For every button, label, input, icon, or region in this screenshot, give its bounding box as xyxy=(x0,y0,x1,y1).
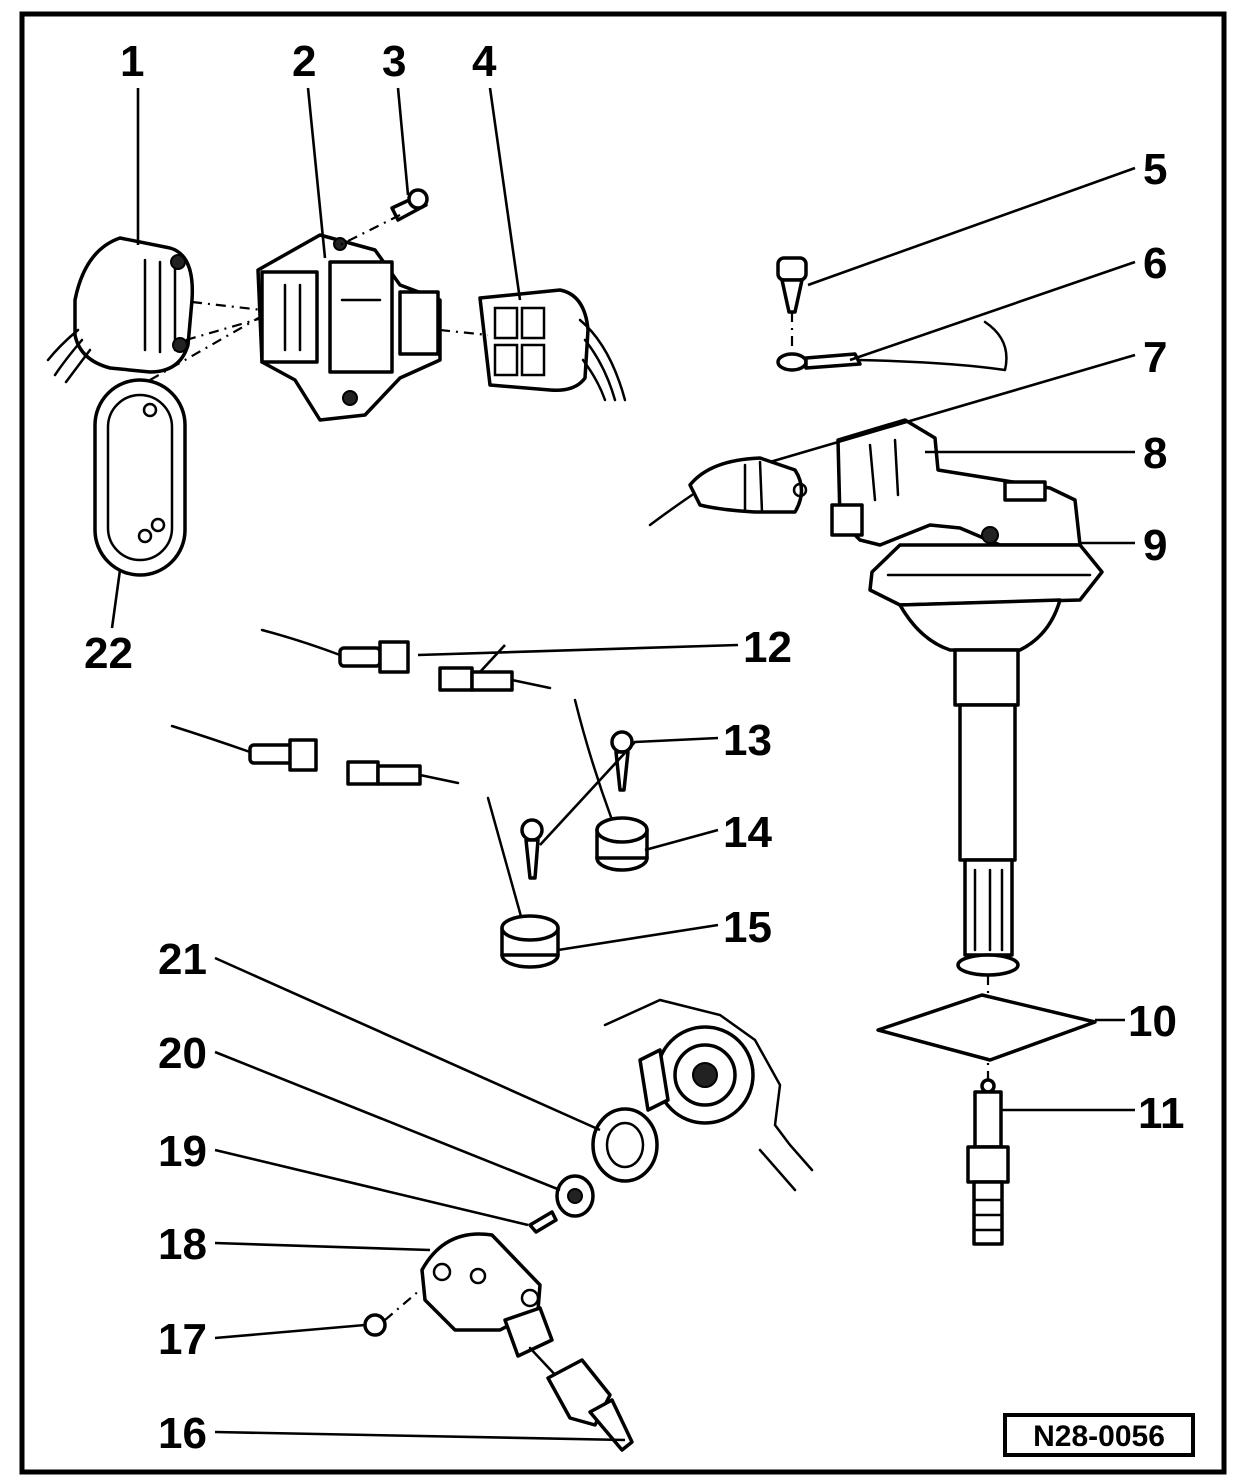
part-15-knock-sensor xyxy=(486,796,560,969)
part-21-seal xyxy=(591,1107,659,1183)
part-19-screw xyxy=(528,1210,558,1234)
part-13-bolts xyxy=(520,730,634,880)
callout-11: 11 xyxy=(1138,1089,1185,1138)
part-2-control-unit xyxy=(256,233,442,422)
callout-16: 16 xyxy=(158,1409,207,1458)
part-4-connector-plug xyxy=(478,288,627,402)
callout-labels: 1 2 3 4 5 6 7 8 9 10 11 12 13 14 15 16 1… xyxy=(84,37,1185,1458)
callout-21: 21 xyxy=(158,935,207,984)
callout-7: 7 xyxy=(1143,333,1167,382)
callout-12: 12 xyxy=(743,623,792,672)
callout-17: 17 xyxy=(158,1315,207,1364)
part-22-gasket xyxy=(93,378,187,577)
callout-15: 15 xyxy=(723,903,772,952)
callout-10: 10 xyxy=(1128,997,1177,1046)
callout-4: 4 xyxy=(472,37,497,86)
part-14-knock-sensor xyxy=(573,698,649,872)
callout-18: 18 xyxy=(158,1220,207,1269)
callout-8: 8 xyxy=(1143,429,1167,478)
callout-22: 22 xyxy=(84,629,133,678)
part-3-screw xyxy=(390,188,429,222)
callout-6: 6 xyxy=(1143,239,1167,288)
reference-code-box: N28-0056 xyxy=(1003,1413,1195,1457)
part-8-9-ignition-coil xyxy=(830,418,1104,1080)
reference-code: N28-0056 xyxy=(1033,1420,1165,1453)
part-11-spark-plug xyxy=(966,1078,1010,1246)
part-6-ground-strap xyxy=(776,320,1008,372)
part-20-rotor xyxy=(555,1174,595,1218)
callout-9: 9 xyxy=(1143,521,1167,570)
sensor-wiring-connector xyxy=(170,724,460,786)
part-18-sender-housing xyxy=(420,1232,542,1332)
callout-2: 2 xyxy=(292,37,316,86)
part-5-screw xyxy=(776,256,808,350)
callout-5: 5 xyxy=(1143,145,1167,194)
callout-19: 19 xyxy=(158,1127,207,1176)
distributor-housing xyxy=(603,998,814,1192)
leader-lines xyxy=(110,87,1136,1442)
callout-3: 3 xyxy=(382,37,406,86)
callout-14: 14 xyxy=(723,808,772,857)
callout-1: 1 xyxy=(120,37,144,86)
part-16-sensor xyxy=(503,1306,634,1452)
part-1-connector-plug xyxy=(46,236,195,384)
part-17-screw xyxy=(363,1289,421,1337)
part-10-plate xyxy=(876,993,1097,1062)
part-7-connector xyxy=(648,456,808,527)
callout-20: 20 xyxy=(158,1029,207,1078)
diagram-frame xyxy=(19,11,1227,1475)
callout-13: 13 xyxy=(723,716,772,765)
part-12-wiring-connector xyxy=(260,628,552,692)
